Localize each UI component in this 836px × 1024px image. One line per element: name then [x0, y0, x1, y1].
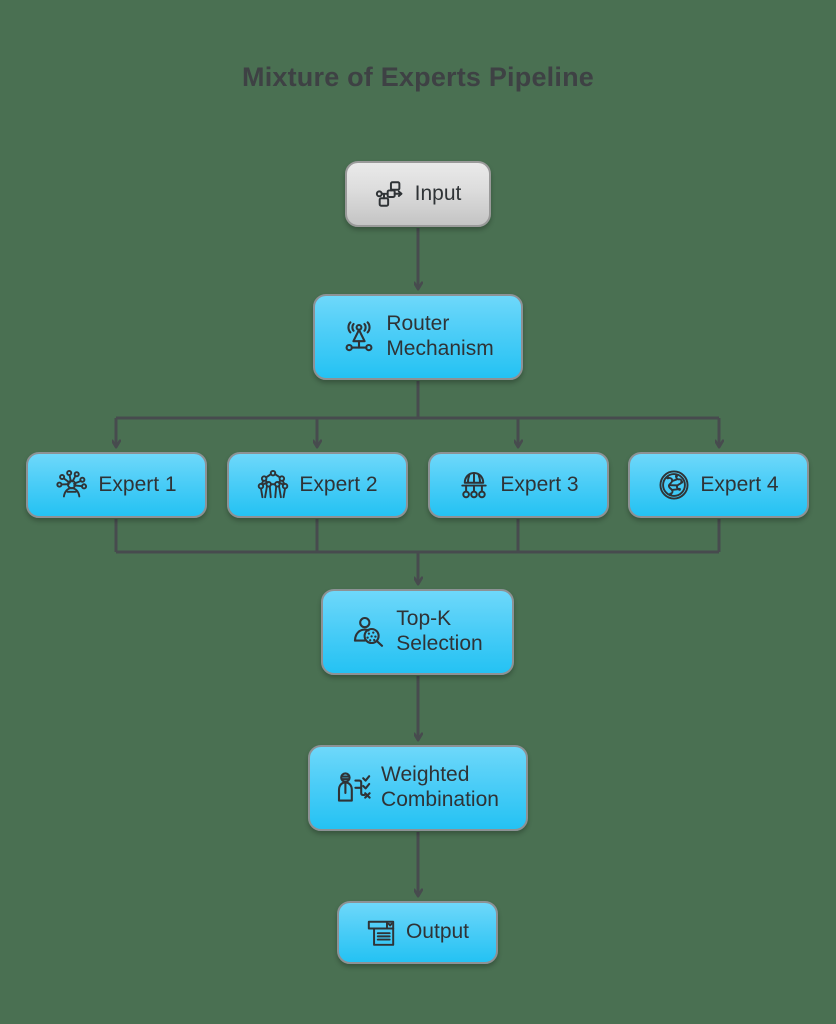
node-input[interactable]: Input [345, 161, 491, 227]
person-search-icon [352, 615, 386, 649]
node-expert-1[interactable]: Expert 1 [26, 452, 207, 518]
node-top-k-selection[interactable]: Top-K Selection [321, 589, 514, 675]
node-expert-4[interactable]: Expert 4 [628, 452, 809, 518]
person-checklist-icon [337, 771, 371, 805]
radial-node-icon [56, 469, 88, 501]
circuit-circle-icon [658, 469, 690, 501]
flow-branch-icon [375, 179, 405, 209]
node-expert-1-label: Expert 1 [98, 472, 177, 496]
hardhat-tree-icon [458, 469, 490, 501]
node-output-label: Output [405, 920, 470, 944]
node-weighted-label: Weighted Combination [381, 763, 499, 811]
node-expert-4-label: Expert 4 [700, 472, 779, 496]
document-report-icon [366, 918, 396, 948]
node-expert-3[interactable]: Expert 3 [428, 452, 609, 518]
node-expert-2[interactable]: Expert 2 [227, 452, 408, 518]
node-top-k-label: Top-K Selection [396, 607, 483, 655]
node-input-label: Input [414, 181, 462, 205]
page-title: Mixture of Experts Pipeline [242, 62, 594, 92]
molecule-mesh-icon [257, 469, 289, 501]
node-output[interactable]: Output [337, 901, 498, 964]
node-router-mechanism[interactable]: Router Mechanism [313, 294, 523, 380]
node-router-label: Router Mechanism [386, 312, 494, 360]
node-weighted-combination[interactable]: Weighted Combination [308, 745, 528, 831]
node-expert-2-label: Expert 2 [299, 472, 378, 496]
antenna-network-icon [342, 320, 376, 354]
node-expert-3-label: Expert 3 [500, 472, 579, 496]
